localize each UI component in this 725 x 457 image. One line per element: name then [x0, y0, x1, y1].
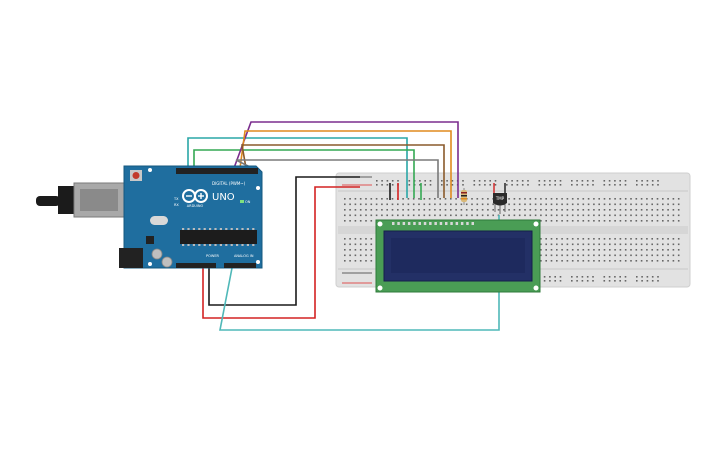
- wire-red-5v[interactable]: [202, 186, 360, 319]
- arduino-logo-icon: [182, 189, 208, 203]
- usb-connector[interactable]: [36, 182, 125, 218]
- rx-label: RX: [174, 203, 179, 207]
- power-header[interactable]: [176, 263, 216, 268]
- lcd-display[interactable]: [375, 219, 541, 293]
- breadboard-holes[interactable]: [344, 180, 680, 282]
- wire-teal-top[interactable]: [187, 137, 408, 198]
- digital-label: DIGITAL (PWM~): [212, 181, 246, 186]
- arduino-brand: ARDUINO: [187, 204, 204, 208]
- resistor[interactable]: [461, 188, 467, 205]
- analog-label: ANALOG IN: [234, 254, 254, 258]
- wire-green[interactable]: [193, 149, 415, 198]
- analog-header[interactable]: [224, 263, 256, 268]
- capacitor: [161, 256, 173, 268]
- arduino-model: UNO: [212, 192, 235, 203]
- wire-gray[interactable]: [235, 159, 439, 198]
- arduino-uno[interactable]: ARDUINO UNO DIGITAL (PWM~) POWER ANALOG …: [36, 165, 263, 269]
- capacitor: [151, 248, 163, 260]
- sensor-label: TMP: [495, 196, 505, 201]
- on-label: ON: [245, 200, 251, 204]
- digital-header[interactable]: [176, 168, 258, 174]
- wire-brown[interactable]: [241, 144, 445, 198]
- wire-black-gnd[interactable]: [208, 176, 360, 306]
- lcd-screen: [391, 238, 525, 273]
- microcontroller-chip: [180, 228, 257, 246]
- dc-jack[interactable]: [119, 248, 143, 268]
- temperature-sensor[interactable]: TMP: [493, 193, 507, 214]
- lcd-pin-header[interactable]: [392, 222, 474, 225]
- power-label: POWER: [206, 254, 220, 258]
- tx-label: TX: [173, 197, 179, 201]
- on-led: [240, 200, 244, 203]
